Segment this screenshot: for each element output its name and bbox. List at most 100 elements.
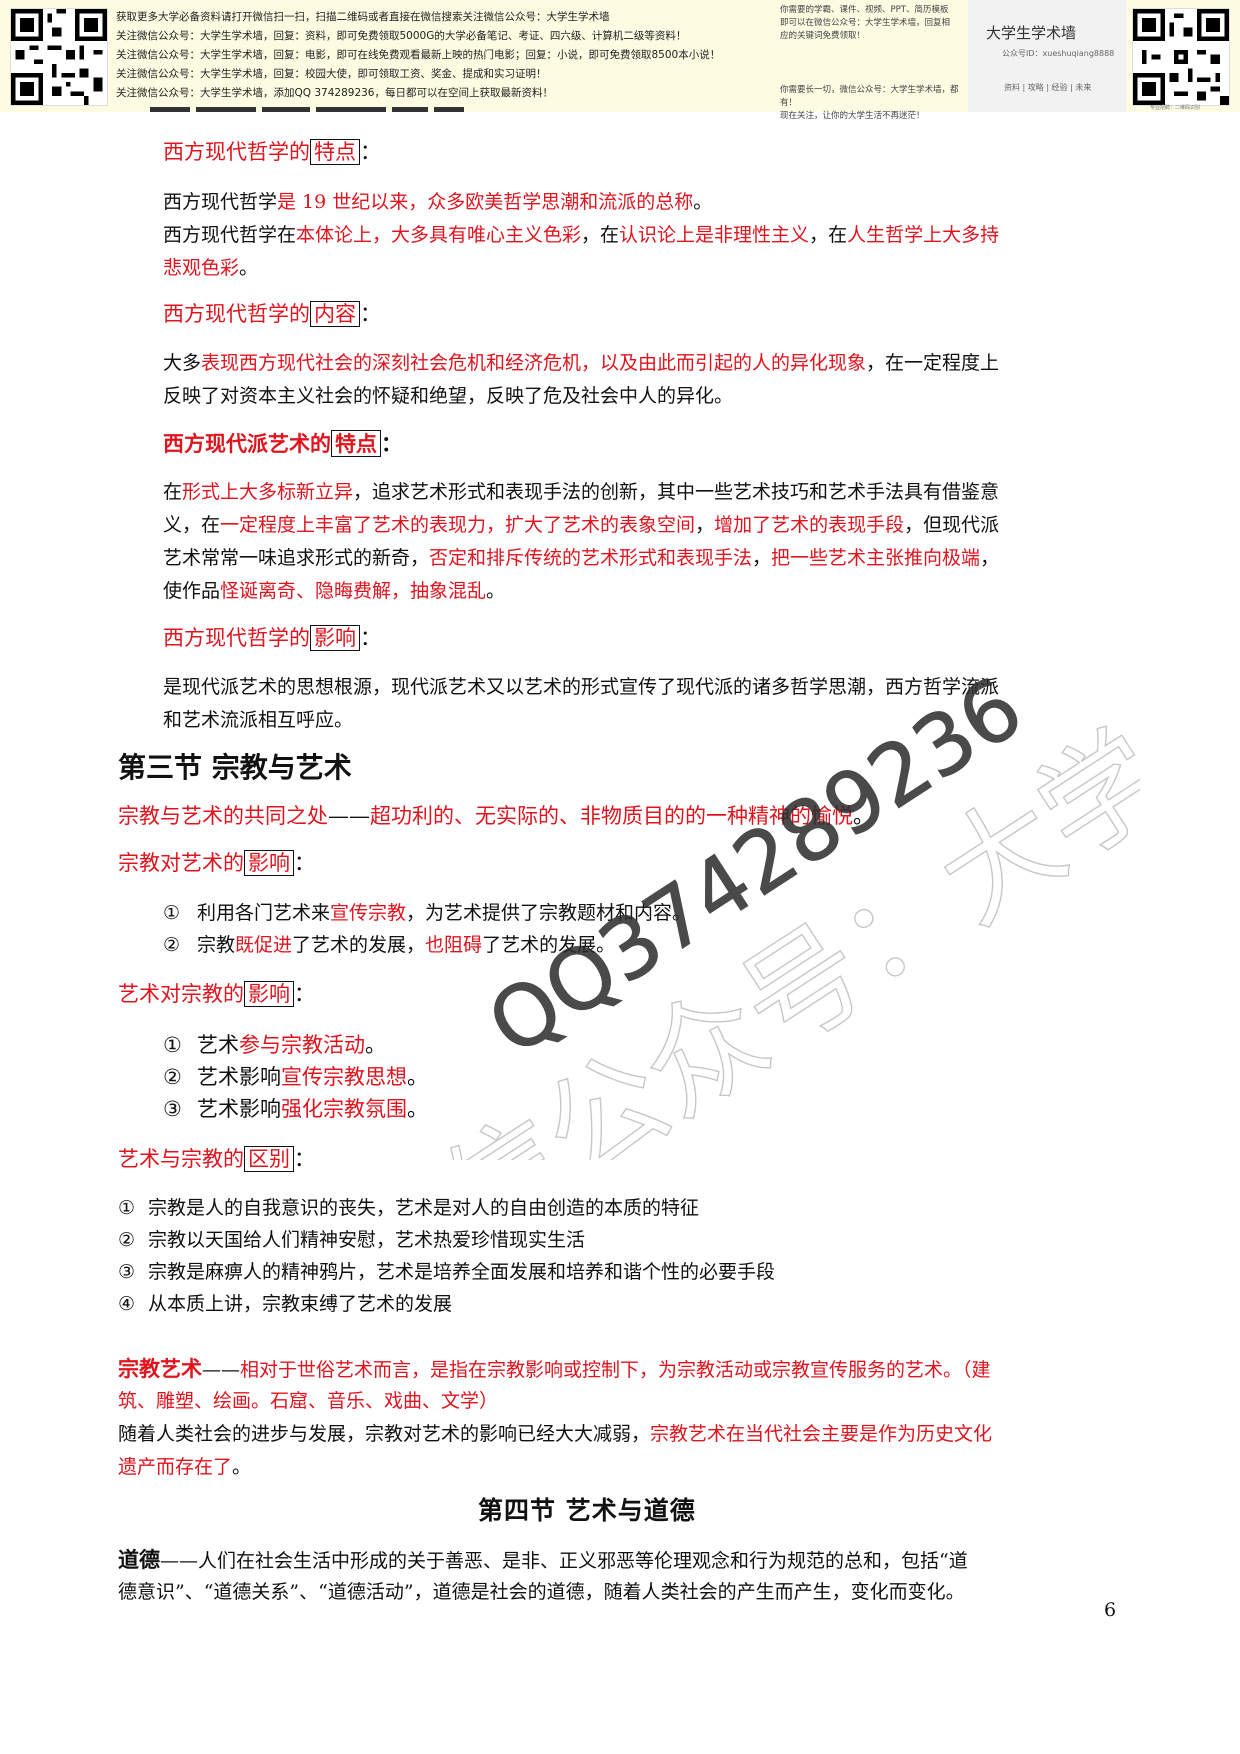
banner-line: 关注微信公众号：大学生学术墙，添加QQ 374289236，每日都可以在空间上获… (116, 87, 553, 99)
heading-text: 艺术与宗教的 (118, 1147, 244, 1171)
highlight-span: 相对于世俗艺术而言，是指在宗教影响或控制下，为宗教活动或宗教宣传服务的艺术。（建 (240, 1359, 991, 1381)
paragraph-line: 德意识”、“道德关系”、“道德活动”，道德是社会的道德，随着人类社会的产生而产生… (118, 1581, 965, 1603)
text-span: 西方现代哲学 (163, 191, 278, 213)
highlight-span: 怪诞离奇、隐晦费解，抽象混乱 (220, 580, 487, 602)
page-number: 6 (1104, 1599, 1117, 1621)
highlight-span: 既促进 (235, 934, 293, 956)
text-span: 大多 (163, 352, 202, 374)
definition-term: 宗教艺术 (118, 1356, 202, 1381)
highlight-span: 遗产而存在了 (118, 1456, 233, 1478)
text-span: 在 (163, 481, 183, 503)
brand-title: 大学生学术墙 (986, 24, 1077, 42)
banner-line: 关注微信公众号：大学生学术墙，回复：电影，即可在线免费观看最新上映的热门电影；回… (116, 49, 721, 61)
text-span: 艺术影响 (197, 1097, 281, 1121)
text-span: 义，在 (163, 514, 221, 536)
brand-panel: 大学生学术墙 公众号ID：xueshuqiang8888 资料 | 攻略 | 经… (968, 0, 1126, 112)
heading-text: 西方现代哲学的 (163, 140, 310, 164)
text-span: 。 (853, 804, 874, 828)
list-number: ③ (163, 1097, 182, 1121)
paragraph-line: 反映了对资本主义社会的怀疑和绝望，反映了危及社会中人的异化。 (163, 385, 734, 407)
text-span: 了艺术的发展， (292, 934, 426, 956)
heading-art-on-religion: 艺术对宗教的影响： (118, 981, 315, 1007)
highlight-span: 悲观色彩 (163, 257, 240, 279)
boxed-keyword: 影响 (244, 981, 294, 1007)
paragraph-line: 悲观色彩。 (163, 252, 258, 285)
list-number: ② (163, 1065, 182, 1089)
boxed-keyword: 特点 (310, 139, 360, 165)
text-span: ，在 (581, 224, 620, 246)
heading-art-religion-diff: 艺术与宗教的区别： (118, 1146, 315, 1172)
definition-line: 宗教艺术——相对于世俗艺术而言，是指在宗教影响或控制下，为宗教活动或宗教宣传服务… (118, 1352, 991, 1387)
highlight-span: 是 19 世纪以来，众多欧美哲学思潮和流派的总称 (277, 191, 694, 213)
qr-caption: 专业招聘：二维码识别 (1150, 105, 1201, 111)
highlight-span: 强化宗教氛围 (281, 1097, 407, 1121)
boxed-keyword: 影响 (244, 850, 294, 876)
text-span: 随着人类社会的进步与发展，宗教对艺术的影响已经大大减弱， (118, 1423, 651, 1445)
heading-west-phil-influence: 西方现代哲学的影响： (163, 625, 381, 651)
text-span: 宗教以天国给人们精神安慰，艺术热爱珍惜现实生活 (148, 1229, 586, 1251)
qr-code-icon (1132, 8, 1230, 106)
banner-line: 关注微信公众号：大学生学术墙，回复：资料，即可免费领取5000G的大学必备笔记、… (116, 30, 687, 42)
highlight-span: 否定和排斥传统的艺术形式和表现手法 (429, 547, 753, 569)
highlight-span: 本体论上，大多具有唯心主义色彩 (296, 224, 582, 246)
text-span: 利用各门艺术来 (197, 902, 331, 924)
heading-religion-on-art: 宗教对艺术的影响： (118, 850, 315, 876)
boxed-keyword: 区别 (244, 1146, 294, 1172)
highlight-span: 宗教艺术在当代社会主要是作为历史文化 (650, 1423, 993, 1445)
text-span: ， (752, 547, 772, 569)
text-span: 。 (486, 580, 506, 602)
brand-tags: 资料 | 攻略 | 经验 | 未来 (1004, 83, 1092, 92)
section-title: 第四节 艺术与道德 (478, 1496, 696, 1525)
text-span: 。 (239, 257, 259, 279)
text-span: 宗教 (197, 934, 236, 956)
text-span: ，在一定程度上 (866, 352, 1000, 374)
text-span: 艺术影响 (197, 1065, 281, 1089)
heading-west-phil-content: 西方现代哲学的内容： (163, 301, 381, 327)
list-number: ② (163, 934, 181, 956)
list-item: ③ 宗教是麻痹人的精神鸦片，艺术是培养全面发展和培养和谐个性的必要手段 (118, 1256, 775, 1289)
highlight-span: 一定程度上丰富了艺术的表现力 (220, 514, 487, 536)
text-span: 。 (407, 1065, 428, 1089)
text-span: 艺术 (197, 1033, 239, 1057)
highlight-span: 宗教与艺术的共同之处 (118, 804, 328, 828)
promo-line: 你需要的学霸、课件、视频、PPT、简历模板 (780, 5, 949, 15)
highlight-span: 宣传宗教思想 (281, 1065, 407, 1089)
heading-text: 宗教对艺术的 (118, 851, 244, 875)
promo-line: 你需要长一切，微信公众号：大学生学术墙，都有！ (780, 85, 959, 108)
boxed-keyword: 影响 (310, 625, 360, 651)
highlight-span: 参与宗教活动 (239, 1033, 365, 1057)
paragraph-line: 大多表现西方现代社会的深刻社会危机和经济危机，以及由此而引起的人的异化现象，在一… (163, 347, 999, 380)
heading-text: 西方现代派艺术的 (163, 431, 331, 456)
boxed-keyword: 特点 (331, 430, 381, 457)
watermark-qq: QQ374289236 (471, 658, 1039, 1074)
heading-text: 西方现代哲学的 (163, 626, 310, 650)
heading-text: 艺术对宗教的 (118, 982, 244, 1006)
text-span: 使作品 (163, 580, 221, 602)
promo-banner: 获取更多大学必备资料请打开微信扫一扫，扫描二维码或者直接在微信搜索关注微信公众号… (0, 0, 1240, 121)
text-span: 宗教是麻痹人的精神鸦片，艺术是培养全面发展和培养和谐个性的必要手段 (148, 1261, 776, 1283)
text-span: ，但现代派 (904, 514, 1000, 536)
heading-modern-art-features: 西方现代派艺术的特点： (163, 430, 402, 457)
text-span: ， (695, 514, 715, 536)
banner-line: 获取更多大学必备资料请打开微信扫一扫，扫描二维码或者直接在微信搜索关注微信公众号… (116, 11, 610, 23)
highlight-span: 把一些艺术主张推向极端 (771, 547, 981, 569)
promo-line: 现在关注，让你的大学生活不再迷茫！ (780, 111, 925, 121)
heading-west-phil-features: 西方现代哲学的特点： (163, 139, 381, 165)
list-number: ③ (118, 1261, 136, 1283)
highlight-span: 宣传宗教 (330, 902, 407, 924)
paragraph-line: 西方现代哲学是 19 世纪以来，众多欧美哲学思潮和流派的总称。 (163, 186, 712, 219)
list-number: ① (118, 1197, 136, 1219)
paragraph-line: 使作品怪诞离奇、隐晦费解，抽象混乱。 (163, 575, 505, 608)
list-item: ② 艺术影响宣传宗教思想。 (163, 1061, 428, 1094)
text-span: ，追求艺术形式和表现手法的创新，其中一些艺术技巧和艺术手法具有借鉴意 (353, 481, 1000, 503)
text-span: ，为艺术提供了宗教题材和内容。 (406, 902, 692, 924)
definition-term: 道德 (118, 1547, 160, 1572)
banner-line: 关注微信公众号：大学生学术墙，回复：校园大使，即可领取工资、奖金、提成和实习证明… (116, 68, 547, 80)
list-number: ② (118, 1229, 136, 1251)
cropped-text-line (150, 98, 470, 112)
text-span: ，在 (809, 224, 848, 246)
